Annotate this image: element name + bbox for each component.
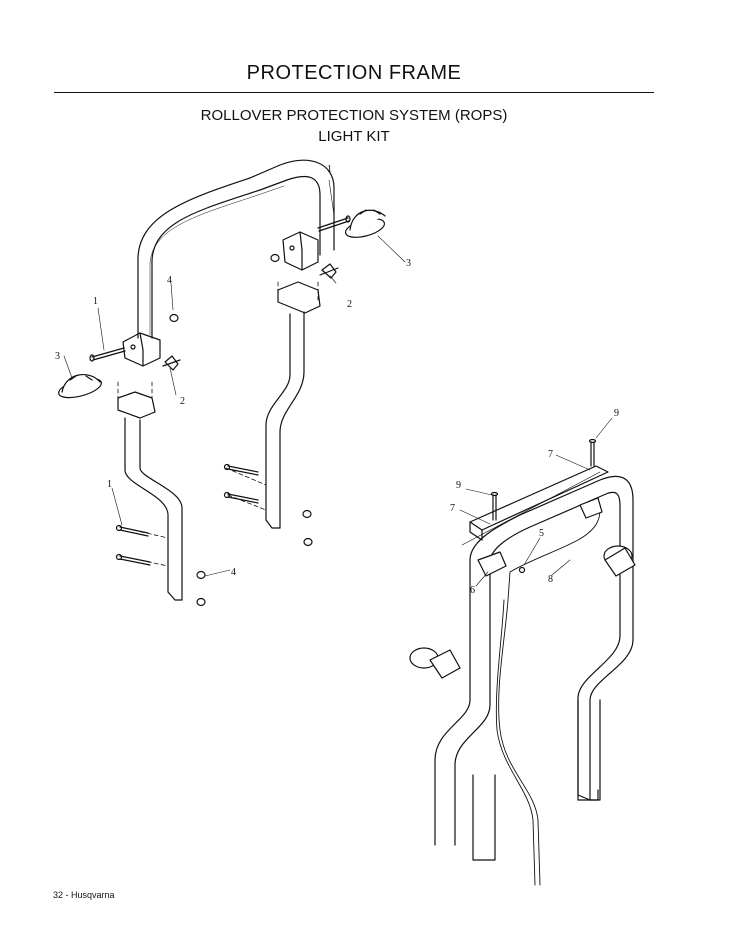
callout-3-left: 3 bbox=[55, 351, 60, 362]
callout-2-right: 2 bbox=[347, 299, 352, 310]
callout-labels-right: 9 7 9 7 5 6 8 bbox=[450, 408, 619, 596]
callout-1-top: 1 bbox=[327, 164, 332, 175]
wing-knob-2-right bbox=[319, 263, 339, 279]
rops-lower-left-leg bbox=[117, 391, 183, 601]
nut-5 bbox=[518, 566, 526, 574]
callout-3-right: 3 bbox=[406, 258, 411, 269]
callout-7-top: 7 bbox=[548, 449, 553, 460]
callout-9-top: 9 bbox=[614, 408, 619, 419]
bolts-lower-right bbox=[223, 463, 259, 504]
bolt-1-right bbox=[317, 215, 351, 232]
bolts-lower-left bbox=[115, 524, 151, 566]
callout-leaders-right bbox=[459, 417, 613, 587]
callout-2-left: 2 bbox=[180, 396, 185, 407]
page-title: PROTECTION FRAME bbox=[246, 62, 462, 84]
work-light-3-right bbox=[344, 209, 386, 238]
diagram-subtitle-line1: ROLLOVER PROTECTION SYSTEM (ROPS) bbox=[200, 107, 508, 124]
rops-assembled-frame bbox=[434, 471, 634, 846]
rops-lower-right-leg bbox=[265, 281, 321, 529]
work-light-3-left bbox=[58, 374, 102, 399]
lock-nuts-4 bbox=[169, 253, 313, 607]
harness-8 bbox=[495, 509, 601, 886]
diagram-subtitle-line2: LIGHT KIT bbox=[318, 128, 390, 145]
screws-9 bbox=[490, 438, 597, 521]
rops-assembled-lower-legs bbox=[472, 699, 601, 861]
callout-4-lower: 4 bbox=[231, 567, 236, 578]
callout-1-lower: 1 bbox=[107, 479, 112, 490]
headlights-assembled bbox=[409, 497, 636, 679]
light-bar-mount-7 bbox=[469, 465, 609, 541]
callout-leaders-left bbox=[63, 179, 406, 577]
mount-bracket-upper-left bbox=[122, 332, 161, 367]
title-divider bbox=[54, 92, 654, 93]
callout-8: 8 bbox=[548, 574, 553, 585]
callout-9-left: 9 bbox=[456, 480, 461, 491]
callout-7-left: 7 bbox=[450, 503, 455, 514]
alignment-dash-lines bbox=[117, 281, 319, 567]
callout-1-left: 1 bbox=[93, 296, 98, 307]
bolt-1-left bbox=[89, 347, 126, 362]
rops-upper-hoop bbox=[137, 159, 335, 339]
callout-labels-left: 1 1 1 2 2 3 3 4 4 bbox=[55, 164, 411, 578]
mount-bracket-upper-right bbox=[282, 231, 319, 271]
callout-4-top: 4 bbox=[167, 275, 172, 286]
callout-5: 5 bbox=[539, 528, 544, 539]
wing-knob-2-left bbox=[162, 355, 181, 371]
page-footer: 32 - Husqvarna bbox=[53, 890, 115, 900]
callout-6: 6 bbox=[470, 585, 475, 596]
